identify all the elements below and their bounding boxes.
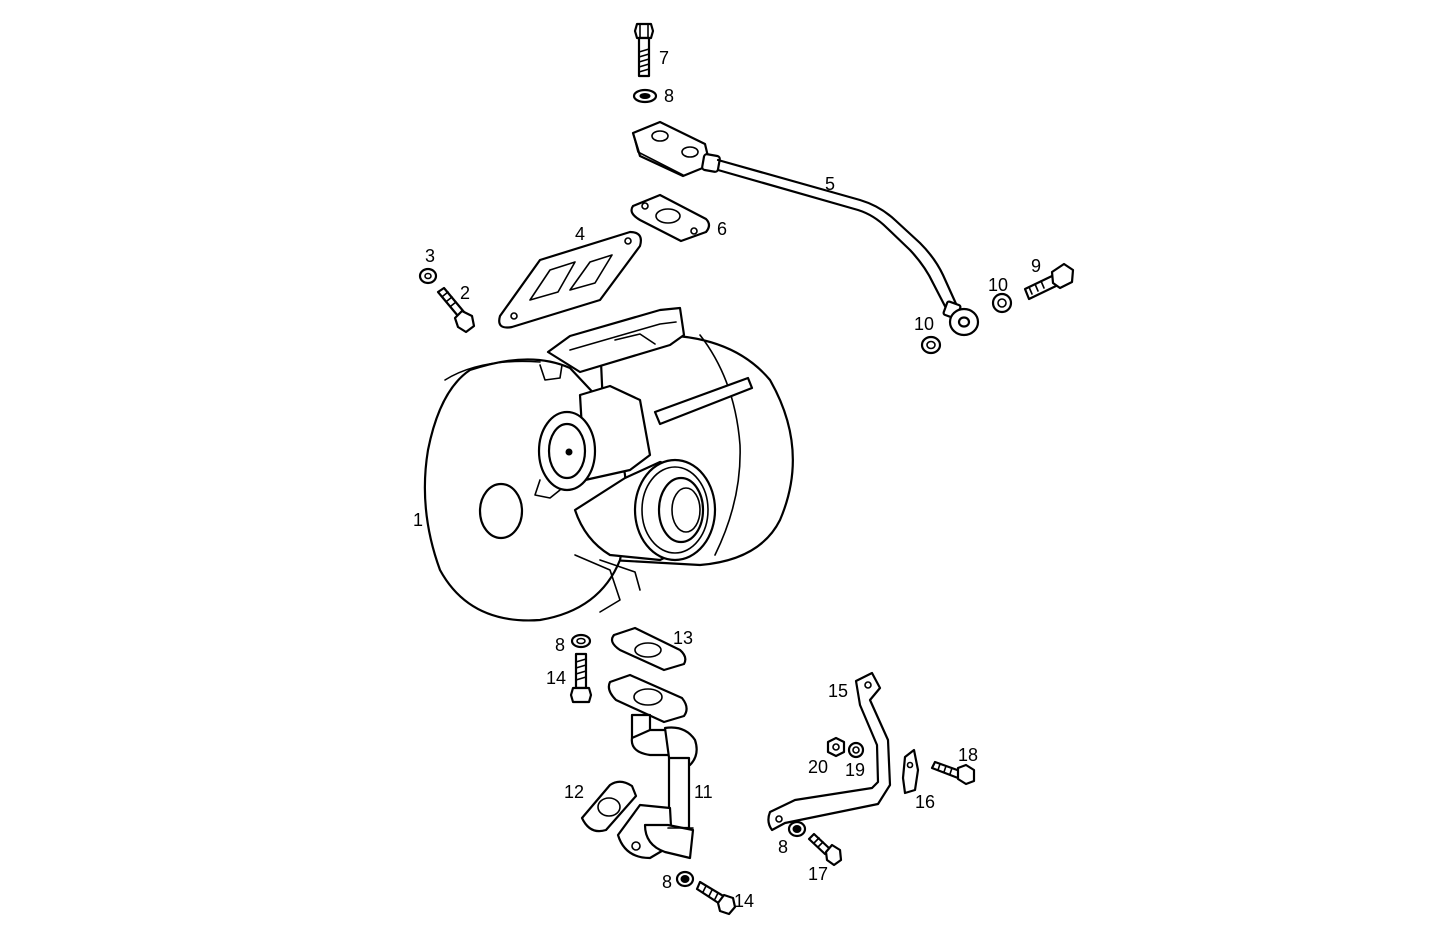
part-8-washer-top (632, 88, 658, 104)
part-6-gasket (630, 193, 711, 243)
label-part-5: 5 (825, 174, 835, 194)
part-12-gasket (580, 780, 638, 833)
label-part-16: 16 (915, 792, 935, 812)
part-10-washer-a (991, 292, 1013, 314)
part-14-bolt-lower (695, 880, 737, 916)
part-7-bolt (633, 22, 655, 78)
part-11-oil-return-pipe (607, 673, 698, 860)
label-part-14-lower: 14 (734, 891, 754, 911)
part-17-bolt (807, 832, 843, 867)
part-9-banjo-bolt (1023, 262, 1075, 301)
label-part-3: 3 (425, 246, 435, 266)
part-8-washer-bracket (787, 820, 807, 838)
part-20-nut (826, 736, 846, 758)
label-part-20: 20 (808, 757, 828, 777)
label-part-8-lower: 8 (662, 872, 672, 892)
label-part-9: 9 (1031, 256, 1041, 276)
label-part-13: 13 (673, 628, 693, 648)
part-16-clip (901, 748, 920, 795)
label-part-14-upper: 14 (546, 668, 566, 688)
label-part-8-middle: 8 (555, 635, 565, 655)
part-5-oil-feed-pipe (631, 120, 980, 337)
label-part-4: 4 (575, 224, 585, 244)
part-8-washer-middle (570, 633, 592, 649)
label-part-17: 17 (808, 864, 828, 884)
label-part-10-right: 10 (988, 275, 1008, 295)
label-part-10-left: 10 (914, 314, 934, 334)
label-part-1: 1 (413, 510, 423, 530)
label-part-8-top: 8 (664, 86, 674, 106)
part-2-bolt (436, 286, 476, 334)
label-part-7: 7 (659, 48, 669, 68)
part-1-turbocharger (423, 306, 794, 622)
part-19-washer (847, 741, 865, 759)
label-part-15: 15 (828, 681, 848, 701)
part-18-bolt (930, 760, 976, 786)
label-part-11: 11 (694, 782, 713, 802)
part-8-washer-lower (675, 870, 695, 888)
part-4-gasket (498, 230, 642, 329)
label-part-2: 2 (460, 283, 470, 303)
label-part-6: 6 (717, 219, 727, 239)
part-3-washer (418, 267, 438, 285)
part-13-gasket (610, 626, 687, 672)
part-labels: 1 2 3 4 5 6 7 8 9 10 10 8 13 14 15 20 19… (413, 48, 1041, 911)
label-part-18: 18 (958, 745, 978, 765)
part-15-support-bracket (767, 671, 892, 832)
label-part-19: 19 (845, 760, 865, 780)
part-14-bolt-upper (569, 652, 593, 704)
part-10-washer-b (920, 335, 942, 355)
label-part-8-bracket: 8 (778, 837, 788, 857)
label-part-12: 12 (564, 782, 584, 802)
